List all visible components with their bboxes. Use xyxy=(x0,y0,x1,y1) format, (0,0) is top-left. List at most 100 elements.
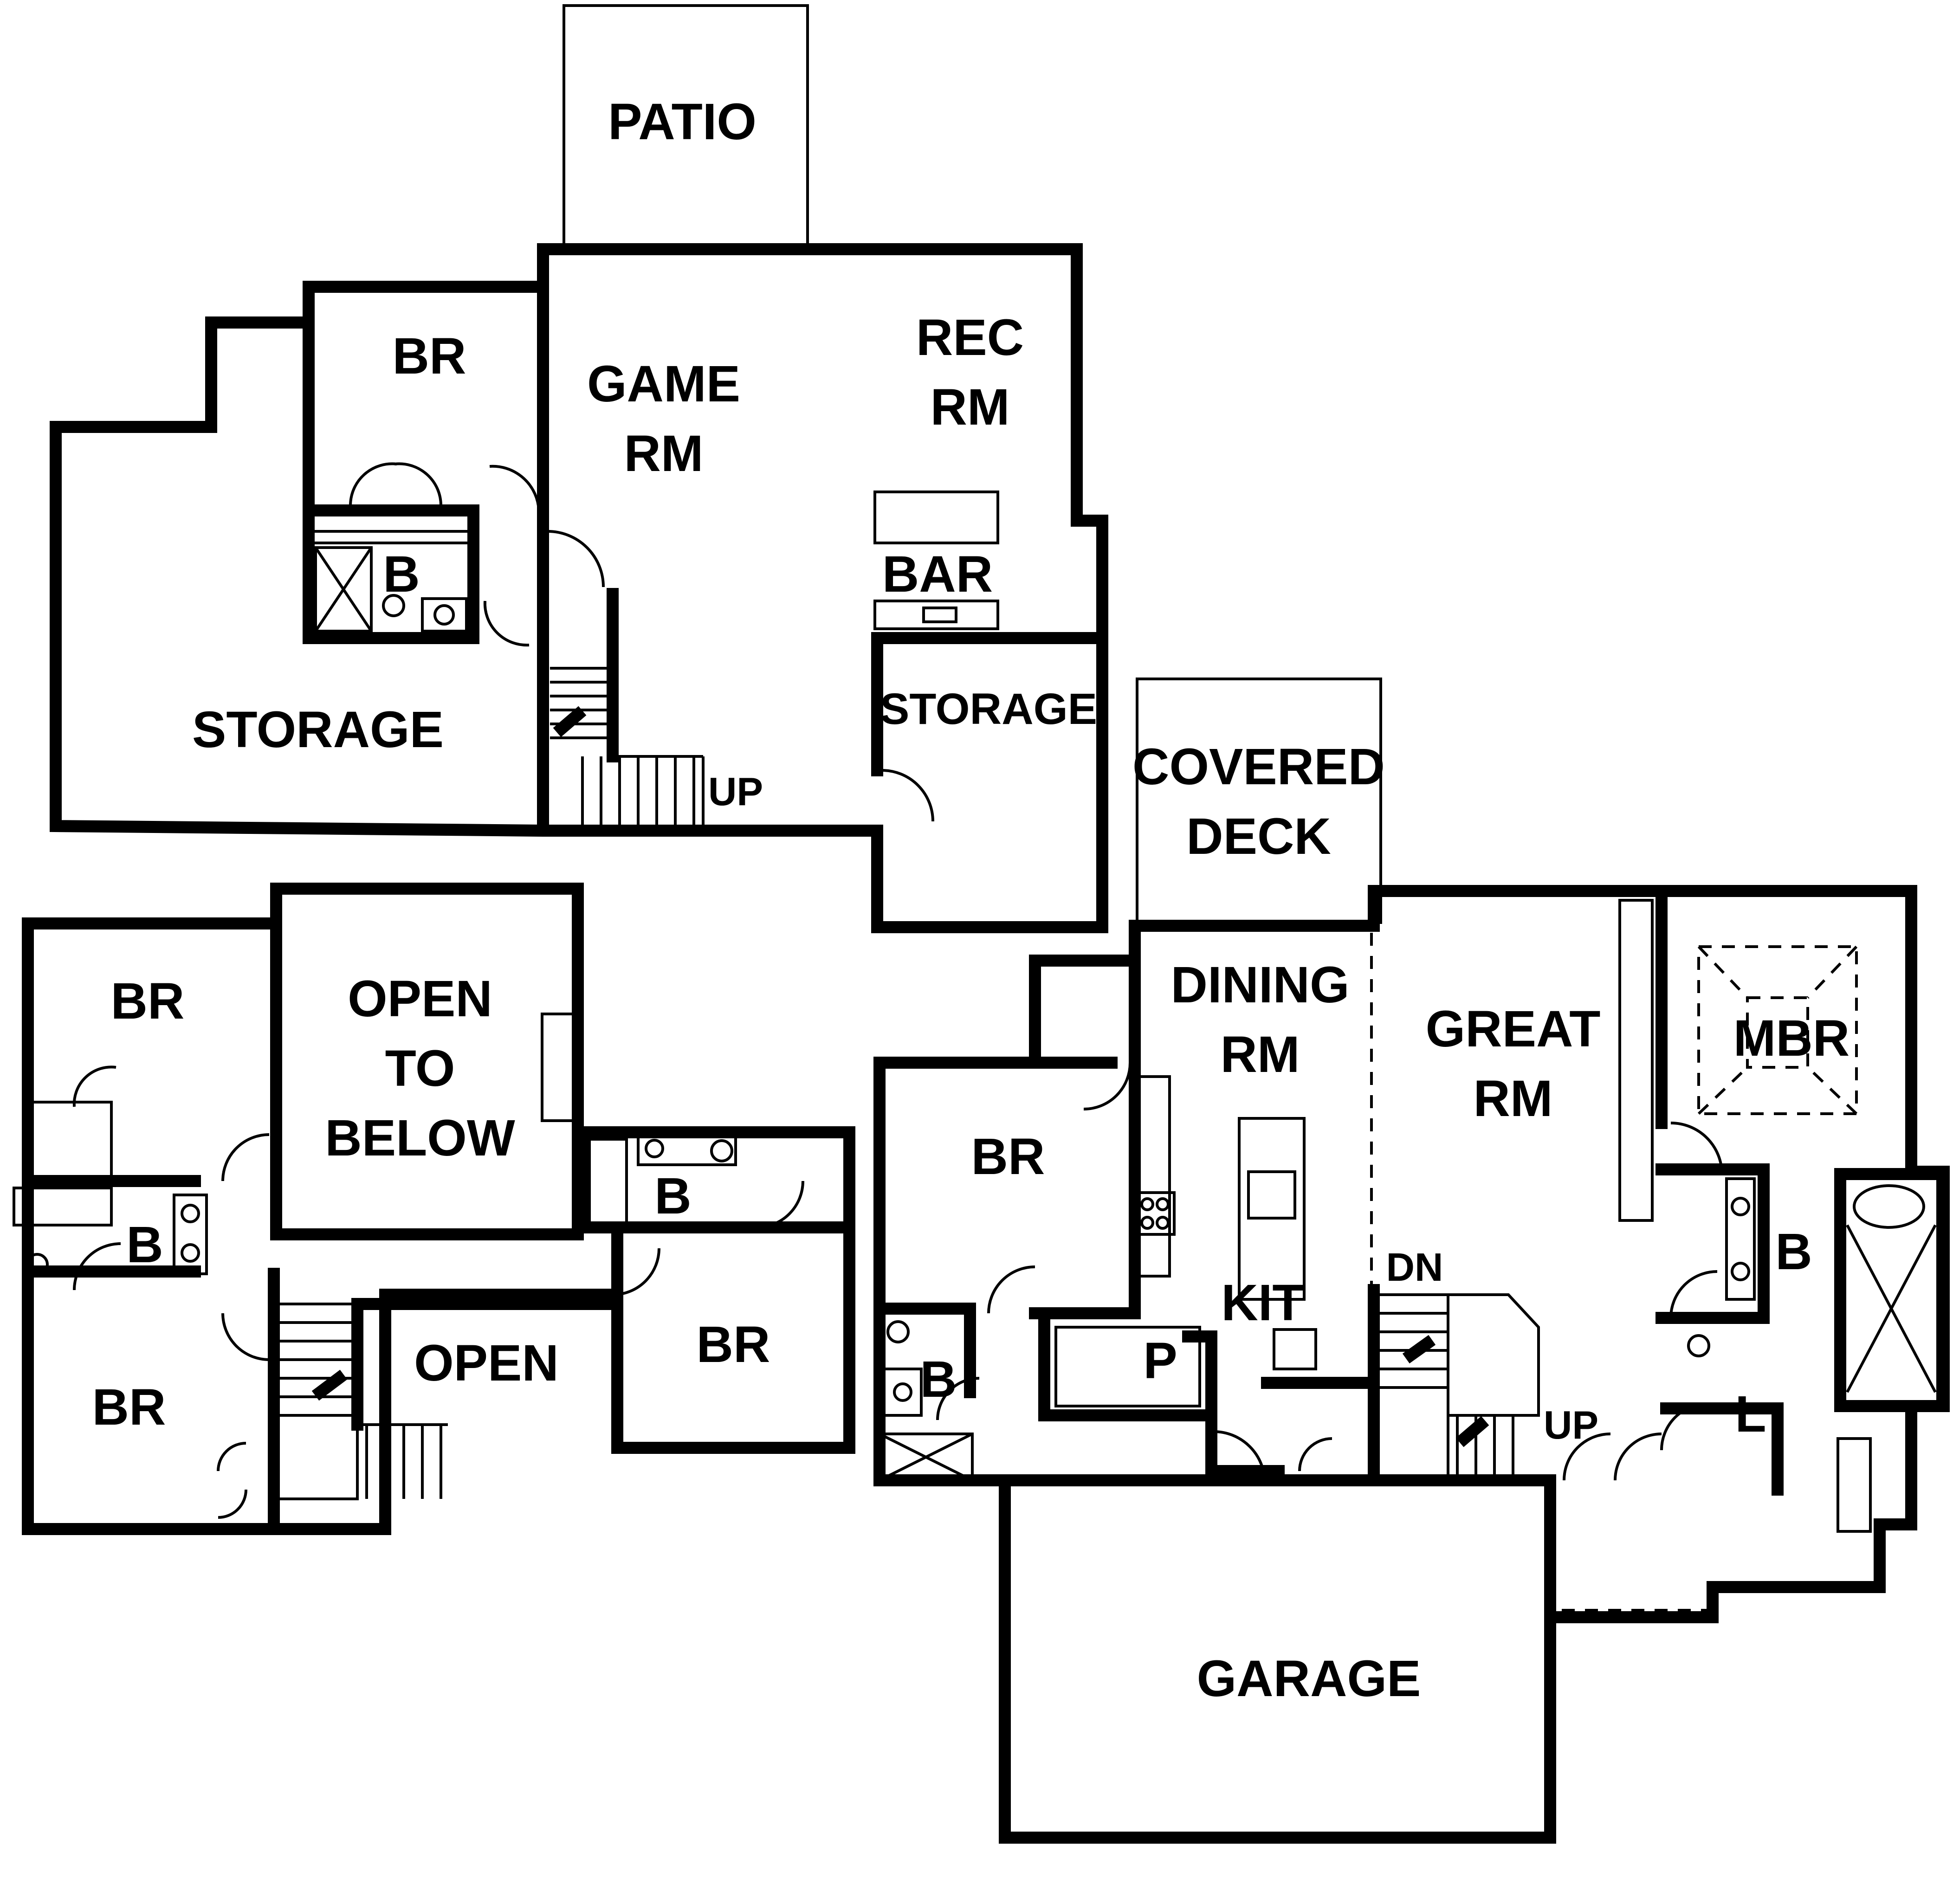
open-to-below-label-1: OPEN xyxy=(348,970,492,1027)
upper-linen-door-swing xyxy=(217,1442,247,1519)
upper-left-sink-2 xyxy=(181,1243,200,1263)
bedroom-closet-door-swing xyxy=(987,1265,1035,1314)
upper-hall-door-swing-1 xyxy=(221,1133,270,1181)
laundry-chute xyxy=(1273,1328,1317,1370)
range-burner-3 xyxy=(1140,1216,1154,1230)
main-bath-wall xyxy=(873,1303,976,1398)
game-room-label-1: GAME xyxy=(587,355,740,413)
main-level-plan: COVERED DECK DINING RM GREAT RM MBR BR K… xyxy=(873,678,1950,1844)
laundry-wall xyxy=(1660,1402,1784,1496)
upper-right-vanity xyxy=(637,1136,737,1166)
open-to-below-label-3: BELOW xyxy=(325,1110,515,1167)
storage-door-swing xyxy=(881,769,934,822)
lower-storage-label: STORAGE xyxy=(192,701,444,758)
range-burner-4 xyxy=(1156,1216,1170,1230)
kitchen-range xyxy=(1136,1191,1176,1236)
upper-bedroom-nw-label: BR xyxy=(111,973,185,1030)
kitchen-south-wall xyxy=(1205,1409,1285,1477)
main-bath-sink xyxy=(893,1382,912,1402)
upper-left-sink-1 xyxy=(181,1204,200,1223)
upper-bedroom-sw-label: BR xyxy=(92,1379,166,1436)
lower-sink xyxy=(433,604,455,626)
upper-right-toilet xyxy=(710,1139,733,1162)
great-room-label-1: GREAT xyxy=(1426,1000,1601,1058)
lower-stair-up-label: UP xyxy=(708,770,763,814)
bar-sink xyxy=(922,607,957,623)
covered-deck-label-2: DECK xyxy=(1186,808,1331,865)
main-stair xyxy=(1377,1293,1527,1482)
main-bath-vanity xyxy=(883,1368,923,1417)
upper-left-bath-label: B xyxy=(126,1216,163,1273)
lower-vanity xyxy=(421,597,468,633)
main-bedroom-label: BR xyxy=(971,1128,1045,1185)
great-room-fireplace xyxy=(1618,899,1654,1222)
master-bath-wall xyxy=(1656,1163,1770,1324)
fireplace-outline xyxy=(541,1013,576,1122)
master-shower-tub-room xyxy=(1834,1168,1948,1412)
main-bath-door-swing xyxy=(936,1377,980,1420)
covered-deck-outline xyxy=(1136,678,1382,924)
main-level-outer-wall xyxy=(873,885,1950,1844)
lower-bedroom-door-swing xyxy=(349,462,443,506)
upper-left-bath-vanity xyxy=(173,1194,208,1275)
garage-entry-door-swing xyxy=(1563,1433,1611,1481)
game-room-door-swing xyxy=(547,530,605,587)
upper-right-bath xyxy=(579,1126,855,1233)
mbr-tray-ceiling xyxy=(1697,945,1858,1115)
lower-storage-right-label: STORAGE xyxy=(880,684,1097,734)
main-bath-toilet xyxy=(886,1320,910,1343)
dining-room-label-1: DINING xyxy=(1171,956,1350,1013)
main-stair-up-label: UP xyxy=(1544,1403,1598,1447)
patio-label: PATIO xyxy=(608,93,757,150)
upper-bedroom-se-label: BR xyxy=(697,1316,770,1373)
bar-counter xyxy=(873,491,999,544)
lower-level-outer-wall xyxy=(50,243,1108,933)
laundry-machine xyxy=(1837,1437,1872,1533)
main-bath-shower-x2 xyxy=(879,1433,973,1482)
upper-right-bath-label: B xyxy=(654,1168,691,1225)
kitchen-counter-west xyxy=(1136,1075,1171,1278)
lower-shower-x2 xyxy=(314,547,373,632)
main-bath-label: B xyxy=(920,1351,957,1408)
garage-label: GARAGE xyxy=(1197,1650,1421,1707)
kitchen-island xyxy=(1238,1117,1306,1301)
master-bath-door-swing xyxy=(1669,1270,1718,1318)
lower-shower xyxy=(314,546,373,633)
main-stair-down-label: DN xyxy=(1386,1246,1443,1290)
upper-right-bath-door-swing xyxy=(756,1181,804,1229)
island-sink xyxy=(1247,1170,1296,1220)
lower-bath-label: B xyxy=(383,546,420,603)
foyer-door-swing xyxy=(1614,1433,1662,1481)
laundry-door-swing xyxy=(1660,1402,1708,1451)
master-bath-label: B xyxy=(1775,1223,1812,1280)
upper-bedroom-nw-closet xyxy=(31,1101,113,1182)
lower-bath-door-swing xyxy=(483,600,530,647)
master-shower-x2 xyxy=(1846,1224,1937,1393)
upper-left-bath-tub xyxy=(13,1187,113,1226)
upper-hall-door-swing-2 xyxy=(221,1313,270,1361)
lower-bedroom-wall xyxy=(303,316,479,644)
powder-door-swing xyxy=(1298,1437,1332,1472)
upper-level-plan: BR OPEN TO BELOW B B BR OPEN BR xyxy=(13,883,855,1535)
range-burner-2 xyxy=(1156,1197,1170,1211)
main-bedroom-door-swing xyxy=(1083,1062,1132,1110)
upper-right-sink xyxy=(645,1139,664,1158)
master-bedroom-label: MBR xyxy=(1733,1010,1850,1067)
lower-toilet xyxy=(382,594,405,617)
dining-room-label-2: RM xyxy=(1220,1026,1300,1083)
lower-level-plan: PATIO BR GAME RM REC RM B BAR STORAGE ST… xyxy=(50,4,1108,933)
lower-stair xyxy=(550,667,705,828)
game-room-label-2: RM xyxy=(624,425,703,482)
kitchen-door-swing xyxy=(1213,1430,1266,1483)
rec-room-label-2: RM xyxy=(930,379,1009,436)
upper-left-toilet xyxy=(26,1253,49,1276)
master-sink-1 xyxy=(1731,1197,1750,1216)
upper-bedroom-nw-door-swing xyxy=(72,1065,116,1107)
covered-deck-label-1: COVERED xyxy=(1132,738,1385,795)
lower-hall-door-swing xyxy=(489,465,540,506)
pantry-label: P xyxy=(1143,1332,1177,1389)
bar-back-counter xyxy=(873,600,999,630)
range-burner-1 xyxy=(1140,1197,1154,1211)
great-room-label-2: RM xyxy=(1473,1070,1552,1127)
bar-label: BAR xyxy=(882,546,993,603)
